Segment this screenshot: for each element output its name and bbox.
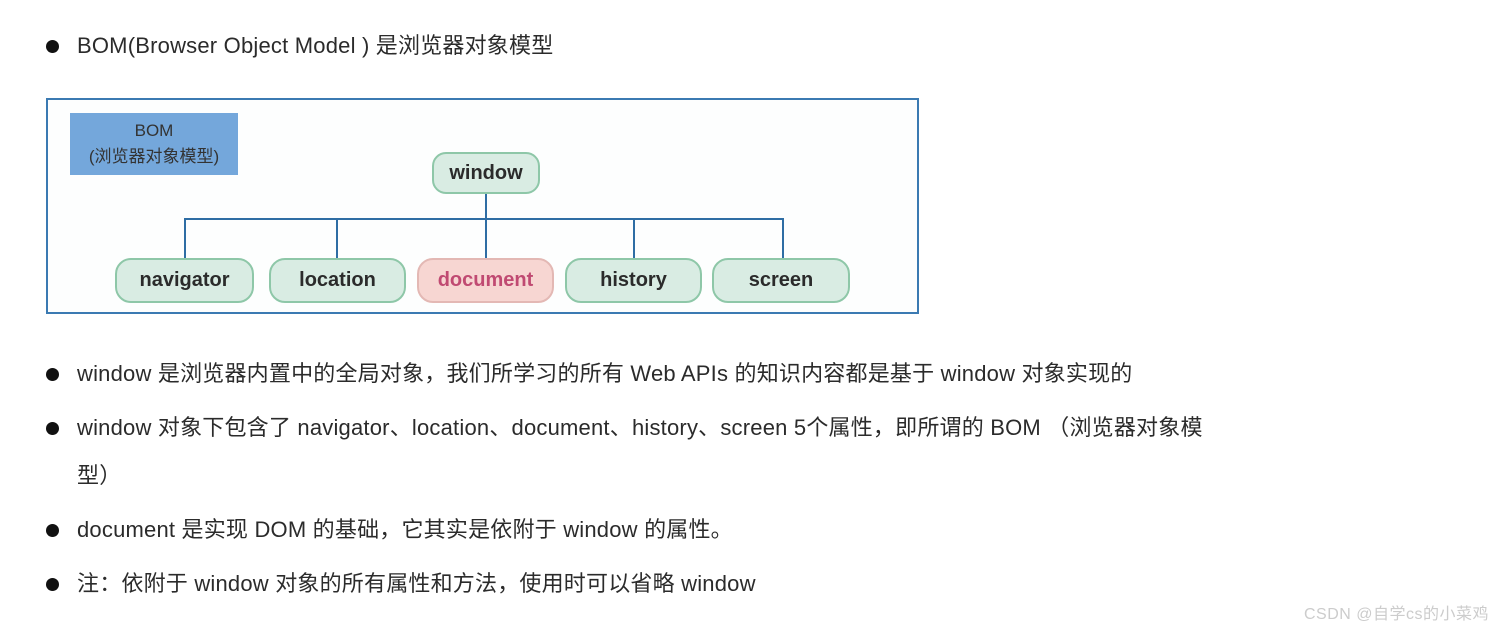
page-content: BOM(Browser Object Model ) 是浏览器对象模型 BOM … [46,22,1479,608]
connector-line [184,218,186,260]
bullet-item-window-properties: window 对象下包含了 navigator、location、documen… [46,404,1479,500]
bullet-text: document 是实现 DOM 的基础，它其实是依附于 window 的属性。 [77,506,733,554]
bullet-icon [46,422,59,435]
intro-bullet-item: BOM(Browser Object Model ) 是浏览器对象模型 [46,22,1479,70]
bom-legend-title: BOM [134,120,174,140]
bullet-icon [46,524,59,537]
bullet-line: window 是浏览器内置中的全局对象，我们所学习的所有 Web APIs 的知… [77,361,1133,386]
bullet-line: 注：依附于 window 对象的所有属性和方法，使用时可以省略 window [77,571,756,596]
bom-legend: BOM (浏览器对象模型) [70,113,238,175]
diagram-node-window: window [432,152,540,194]
connector-line [485,218,487,260]
bullet-icon [46,40,59,53]
connector-line [485,194,487,219]
diagram-node-history: history [565,258,702,303]
connector-line [184,218,784,220]
bom-legend-subtitle: (浏览器对象模型) [88,147,220,166]
diagram-node-screen: screen [712,258,850,303]
bom-diagram: BOM (浏览器对象模型) window navigator location … [46,98,919,314]
bullet-icon [46,368,59,381]
bullet-line: document 是实现 DOM 的基础，它其实是依附于 window 的属性。 [77,517,733,542]
diagram-node-document: document [417,258,554,303]
bullet-text: window 对象下包含了 navigator、location、documen… [77,404,1203,500]
bullet-icon [46,578,59,591]
connector-line [336,218,338,260]
bullet-text: 注：依附于 window 对象的所有属性和方法，使用时可以省略 window [77,560,756,608]
bullet-line: 型） [77,463,122,488]
diagram-node-location: location [269,258,406,303]
connector-line [633,218,635,260]
csdn-watermark: CSDN @自学cs的小菜鸡 [1303,606,1489,623]
connector-line [782,218,784,260]
intro-bullet-text: BOM(Browser Object Model ) 是浏览器对象模型 [77,33,554,58]
bullet-item-window-global: window 是浏览器内置中的全局对象，我们所学习的所有 Web APIs 的知… [46,350,1479,398]
bullet-line: window 对象下包含了 navigator、location、documen… [77,415,1203,440]
bullet-item-note-omit-window: 注：依附于 window 对象的所有属性和方法，使用时可以省略 window [46,560,1479,608]
diagram-node-navigator: navigator [115,258,254,303]
bullet-item-document-dom: document 是实现 DOM 的基础，它其实是依附于 window 的属性。 [46,506,1479,554]
bullet-text: window 是浏览器内置中的全局对象，我们所学习的所有 Web APIs 的知… [77,350,1133,398]
